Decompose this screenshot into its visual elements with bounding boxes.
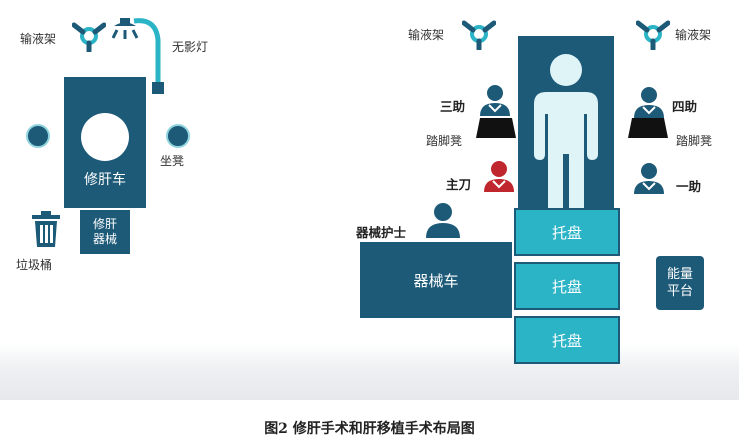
liver-repair-cart-label: 修肝车 xyxy=(84,172,126,188)
iv-stand-mid-icon xyxy=(462,20,496,50)
instrument-cart-label: 器械车 xyxy=(413,271,459,290)
footstool-right-icon xyxy=(628,118,668,138)
label-iv-stand-right: 输液架 xyxy=(675,28,712,42)
doctor-icon xyxy=(634,163,664,194)
figure-caption: 图2 修肝手术和肝移植手术布局图 xyxy=(264,421,475,437)
label-chief-surgeon: 主刀 xyxy=(446,177,472,192)
tray-3: 托盘 xyxy=(514,316,620,364)
liver-instruments-line2: 器械 xyxy=(92,232,117,246)
doctor-icon xyxy=(634,87,664,118)
energy-platform: 能量 平台 xyxy=(656,256,704,310)
liver-instruments-line1: 修肝 xyxy=(92,217,117,231)
label-footstool-right: 踏脚凳 xyxy=(676,134,713,148)
liver-instruments-box: 修肝 器械 xyxy=(80,210,130,254)
stool-left-circle xyxy=(26,124,50,148)
patient-silhouette-icon xyxy=(534,54,598,208)
label-third-assistant: 三助 xyxy=(440,99,466,114)
label-fourth-assistant: 四助 xyxy=(672,99,698,114)
scrub-nurse-icon xyxy=(426,203,460,238)
label-iv-stand-mid: 输液架 xyxy=(408,28,445,42)
label-trash-bin: 垃圾桶 xyxy=(16,258,53,272)
energy-platform-line2: 平台 xyxy=(666,284,693,299)
surgical-light-icon xyxy=(112,18,164,94)
stool-right-circle xyxy=(166,124,190,148)
footstool-left-icon xyxy=(476,118,516,138)
label-footstool-left: 踏脚凳 xyxy=(426,134,463,148)
label-surgical-light: 无影灯 xyxy=(172,40,209,54)
label-scrub-nurse: 器械护士 xyxy=(356,225,407,240)
label-iv-stand-left: 输液架 xyxy=(20,32,57,46)
iv-stand-right-icon xyxy=(636,20,670,50)
iv-stand-icon xyxy=(72,22,106,52)
label-first-assistant: 一助 xyxy=(676,179,702,194)
tray-1: 托盘 xyxy=(514,208,620,256)
chief-surgeon-icon xyxy=(484,161,514,192)
liver-repair-basin xyxy=(81,113,129,161)
trash-bin-icon xyxy=(32,211,60,247)
tray-2: 托盘 xyxy=(514,262,620,310)
doctor-icon xyxy=(480,85,510,116)
energy-platform-line1: 能量 xyxy=(666,267,693,282)
instrument-cart: 器械车 xyxy=(360,242,512,318)
label-stool: 坐凳 xyxy=(160,154,185,168)
